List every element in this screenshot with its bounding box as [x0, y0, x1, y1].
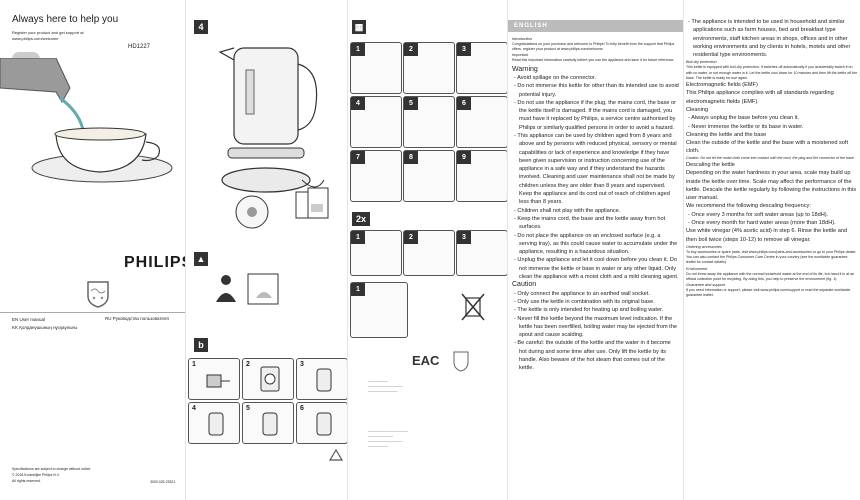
- language-ru: RU Руководство пользователя: [105, 316, 169, 321]
- kettle-icon: [262, 412, 278, 436]
- eac-mark-icon: EAC: [412, 353, 440, 368]
- recycle-icon: [328, 448, 344, 461]
- step-frame: 1: [188, 358, 240, 400]
- section-heading: Electromagnetic fields (EMF): [686, 82, 758, 89]
- english-panel-2: - The appliance is intended to be used i…: [683, 0, 860, 500]
- section-heading: Introduction: [512, 37, 532, 41]
- language-header: ENGLISH: [508, 20, 683, 32]
- warning-item: - Unplug the appliance and let it cool d…: [514, 257, 679, 281]
- step-frame: 6: [456, 96, 507, 148]
- steps-panel: ▦ 1 2 3 4 5 6 7 8 9 2x 1 2 3 1 EAC ─────…: [347, 0, 507, 500]
- model-number: HD1227: [128, 44, 151, 50]
- section-marker: ▦: [352, 20, 366, 34]
- step-frame: 4: [350, 96, 402, 148]
- caution-heading: Caution: [512, 281, 537, 289]
- caution-item: - Only connect the appliance to an earth…: [514, 290, 650, 297]
- section-heading: Guarantee and support: [686, 282, 726, 287]
- manual-text-column: Introduction Congratulations on your pur…: [512, 37, 679, 372]
- step-frame: 3: [456, 230, 507, 276]
- step-frame: 1: [350, 230, 402, 276]
- section-heading: Important: [512, 53, 529, 58]
- section-marker: 2x: [352, 212, 370, 226]
- divider: [0, 312, 185, 313]
- step-frame: 9: [456, 150, 507, 202]
- caution-item: - The kettle is only intended for heatin…: [514, 307, 664, 314]
- warning-item: - Do not immerse this kettle for other t…: [514, 83, 679, 98]
- importer-info-block: ──────────────────────────────────: [368, 380, 403, 394]
- section-heading: Environment: [686, 266, 708, 271]
- socket-icon: [260, 366, 280, 392]
- warning-item: - Keep the mains cord, the base and the …: [514, 215, 666, 231]
- step-frame: 3: [456, 42, 507, 94]
- cover-register-text: Register your product and get support at…: [12, 30, 84, 41]
- english-panel-1: ENGLISH Introduction Congratulations on …: [507, 0, 683, 500]
- overview-panel: 4 ▲ b 1 2 3 4 5 6: [185, 0, 347, 500]
- kettle-icon: [316, 368, 332, 392]
- warning-item: - Avoid spillage on the connector.: [514, 74, 596, 81]
- plug-icon: [206, 374, 230, 388]
- philips-shield-icon: [453, 351, 469, 372]
- language-list: EN User manual KK Қолданушының нұсқаулығ…: [12, 317, 78, 330]
- section-heading: Ordering accessories: [686, 244, 722, 249]
- cover-panel: Always here to help you Register your pr…: [0, 0, 185, 500]
- step-frame: 2: [242, 358, 294, 400]
- pouring-kettle-illustration: [0, 58, 173, 183]
- step-frame: 1: [350, 282, 408, 338]
- warning-item: - Do not place the appliance on an enclo…: [514, 232, 678, 256]
- weee-bin-icon: [461, 293, 485, 321]
- step-frame: 2: [403, 230, 455, 276]
- section-marker: b: [194, 338, 208, 352]
- caution-item: - Only use the kettle in combination wit…: [514, 298, 655, 305]
- warning-heading: Warning: [512, 65, 538, 73]
- warning-item: - Do not use the appliance if the plug, …: [514, 99, 677, 131]
- step-frame: 8: [403, 150, 455, 202]
- step-frame: 7: [350, 150, 402, 202]
- kettle-overview-illustration: [218, 47, 325, 229]
- caution-item: - Be careful: the outside of the kettle …: [514, 340, 671, 372]
- section-heading: Cleaning: [686, 106, 709, 113]
- step-frame: 3: [296, 358, 347, 400]
- section-heading: Cleaning the kettle and the base: [686, 131, 767, 138]
- warning-item: - This appliance can be used by children…: [514, 132, 677, 206]
- cover-tagline: Always here to help you: [12, 14, 119, 25]
- intended-use: - The appliance is intended to be used i…: [688, 19, 851, 59]
- manual-text-column: - The appliance is intended to be used i…: [686, 19, 858, 298]
- step-frame: 5: [403, 96, 455, 148]
- step-frame: 6: [296, 402, 347, 444]
- section-heading: Boil-dry protection: [686, 60, 717, 65]
- warning-item: - Children shall not play with the appli…: [514, 207, 621, 214]
- kettle-icon: [316, 412, 332, 436]
- step-frame: 1: [350, 42, 402, 94]
- section-heading: Descaling the kettle: [686, 161, 735, 168]
- step-frame: 2: [403, 42, 455, 94]
- cover-footer: Specifications are subject to change wit…: [12, 467, 91, 483]
- usage-illustration: [216, 273, 279, 305]
- doc-code: 3000 025 23521: [150, 480, 176, 484]
- section-marker: 4: [194, 20, 208, 34]
- importer-info-block: ────────────────────────────────────────…: [368, 430, 408, 449]
- philips-shield-icon: [87, 281, 109, 308]
- philips-logo-text: PHILIPS: [124, 254, 185, 271]
- kettle-icon: [208, 412, 224, 436]
- section-marker: ▲: [194, 252, 208, 266]
- svg-text:EAC: EAC: [412, 353, 440, 368]
- manual-leaflet-icon: [295, 187, 329, 219]
- caution-item: - Never fill the kettle beyond the maxim…: [514, 315, 677, 339]
- step-frame: 4: [188, 402, 240, 444]
- step-frame: 5: [242, 402, 294, 444]
